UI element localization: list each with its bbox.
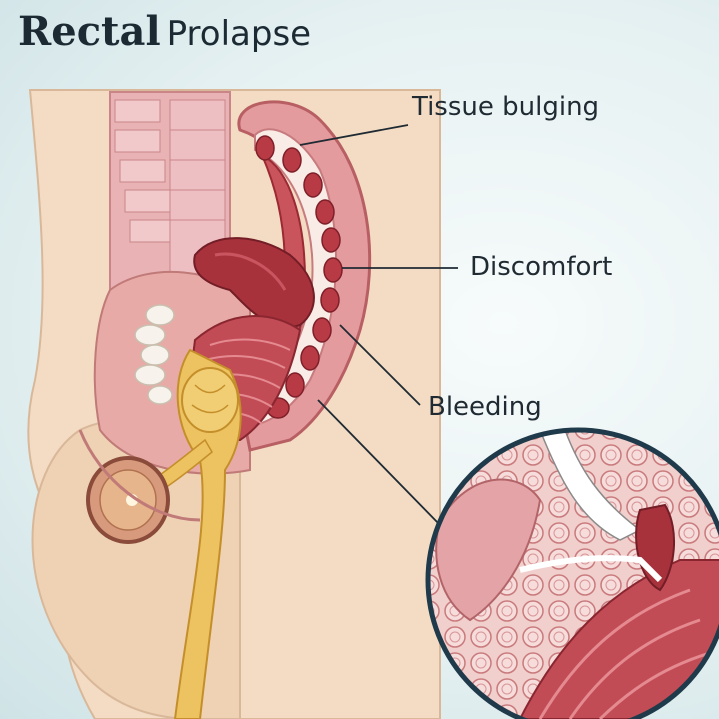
pelvic-floor-outline bbox=[78, 429, 201, 522]
label-tissue-bulging: Tissue bulging bbox=[412, 92, 600, 122]
prolapsed-rectum bbox=[193, 237, 315, 328]
yellow-tube bbox=[173, 348, 242, 719]
coccyx-bones bbox=[134, 304, 175, 405]
label-bleeding: Bleeding bbox=[428, 392, 542, 422]
leader-lines bbox=[299, 124, 458, 526]
prolapse-highlight bbox=[214, 252, 287, 291]
title-bold: Rectal bbox=[18, 8, 161, 55]
title-light: Prolapse bbox=[166, 14, 312, 54]
anal-opening bbox=[86, 456, 170, 544]
zoom-inset bbox=[425, 427, 719, 719]
yellow-bulb-lines bbox=[191, 384, 229, 414]
yellow-bulb bbox=[181, 367, 239, 433]
label-discomfort: Discomfort bbox=[470, 252, 613, 282]
